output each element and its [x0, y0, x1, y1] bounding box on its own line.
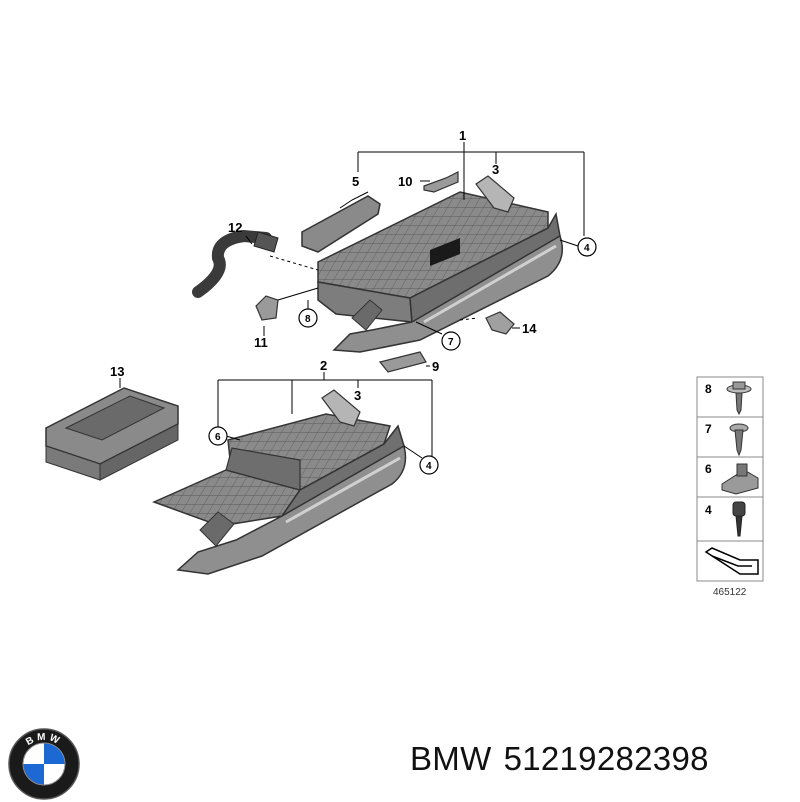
callout-14: 14: [522, 321, 537, 336]
callout-2: 2: [320, 358, 327, 373]
legend-item-number: 4: [705, 503, 712, 517]
screw-with-washer-icon: [726, 381, 752, 416]
callout-12: 12: [228, 220, 242, 235]
callout-11: 11: [254, 335, 268, 350]
circled-callout-4-upper: 4: [577, 237, 597, 257]
part-3-lamp-lower: [321, 389, 361, 427]
circled-callout-8: 8: [298, 308, 318, 328]
glovebox-upper: [317, 191, 563, 353]
legend-item-number: 8: [705, 382, 712, 396]
part-5-cover: [301, 195, 381, 253]
svg-text:4: 4: [584, 243, 590, 254]
glovebox-lower: [151, 413, 407, 575]
diagram-reference-code: 465122: [713, 587, 747, 598]
self-tapping-screw-icon: [729, 423, 749, 457]
rubber-buffer-icon: [732, 501, 746, 537]
fastener-legend: 8 7 6 4 465122: [696, 376, 764, 598]
part-13-tray: [45, 387, 179, 481]
callout-1: 1: [459, 128, 466, 143]
circled-callout-7: 7: [441, 331, 461, 351]
part-9-strip: [378, 351, 427, 373]
bmw-logo: BMW: [8, 728, 80, 800]
circled-callout-4-lower: 4: [419, 455, 439, 475]
svg-text:4: 4: [426, 461, 432, 472]
svg-text:8: 8: [305, 314, 311, 325]
legend-item-number: 7: [705, 422, 712, 436]
callout-13: 13: [110, 364, 124, 379]
svg-text:BMW: BMW: [24, 732, 63, 748]
callout-9: 9: [432, 359, 439, 374]
circled-callout-6: 6: [208, 426, 228, 446]
part-12-hose: [192, 229, 272, 298]
logo-lettering: BMW: [24, 732, 60, 748]
callout-3-upper: 3: [492, 162, 499, 177]
brand-name: BMW: [410, 740, 492, 777]
part-caption: BMW 51219282398: [410, 740, 721, 778]
svg-text:6: 6: [215, 432, 221, 443]
leader-lines: [119, 142, 585, 459]
part-3-lamp-upper: [475, 175, 515, 213]
legend-item-number: 6: [705, 462, 712, 476]
clip-nut-icon: [721, 463, 759, 495]
callout-5: 5: [352, 174, 359, 189]
part-number: 51219282398: [503, 740, 709, 777]
svg-text:7: 7: [448, 337, 454, 348]
arrow-plate-icon: [704, 547, 759, 575]
part-14-connector: [485, 311, 515, 335]
part-11-clip: [255, 295, 279, 321]
part-10-latch: [423, 171, 459, 193]
callout-3-lower: 3: [354, 388, 361, 403]
callout-10: 10: [398, 174, 412, 189]
